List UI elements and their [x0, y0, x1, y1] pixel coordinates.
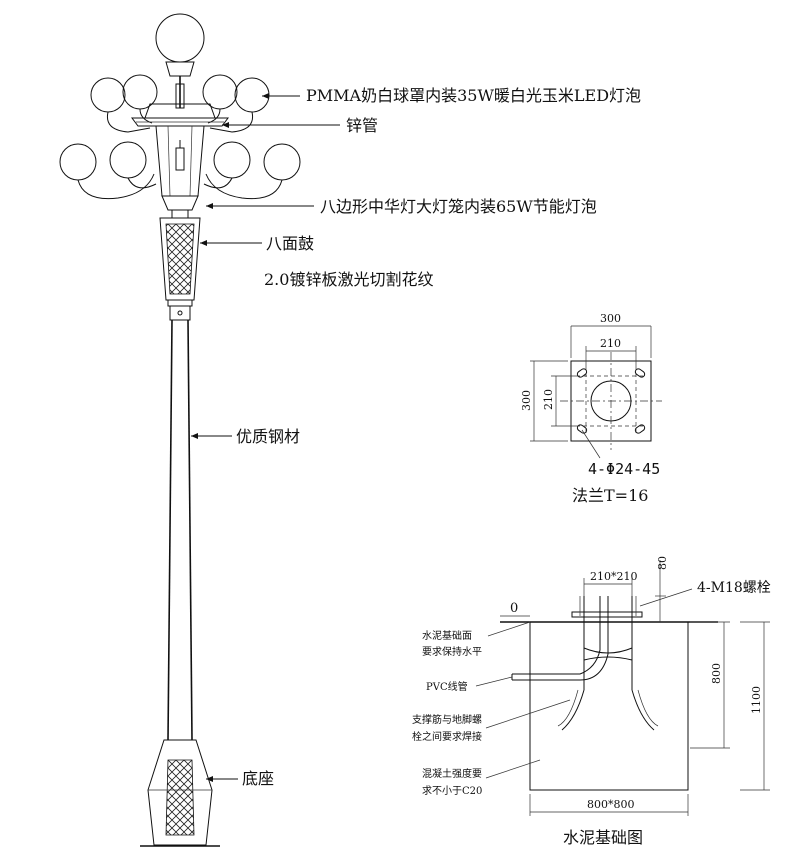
foundation-dim-1100: 1100: [750, 686, 763, 714]
lantern-body: [155, 125, 205, 197]
flange-inner-height: 210: [542, 389, 555, 410]
note-level-2: 要求保持水平: [422, 645, 482, 658]
top-globe: [155, 13, 205, 63]
flange-holes: 4-Φ24-45: [588, 460, 660, 478]
foundation-labels: 210*210 4-M18螺栓 80 0 800 1100 800*800 水泥…: [412, 556, 771, 847]
flange-outer-height: 300: [520, 390, 533, 411]
note-concrete-1: 混凝土强度要: [422, 767, 482, 780]
note-weld-1: 支撑筋与地脚螺: [412, 713, 482, 726]
flange-inner-width: 210: [600, 337, 621, 350]
note-weld-2: 栓之间要求焊接: [412, 730, 482, 743]
label-steel: 优质钢材: [236, 427, 300, 446]
foundation-zero: 0: [510, 601, 518, 616]
lamp-leaders: [191, 93, 340, 782]
drum: [159, 217, 201, 301]
note-concrete-2: 求不小于C20: [422, 785, 482, 797]
foundation-bottom-dim: 800*800: [587, 798, 635, 811]
lamp-pole-drawing: [59, 13, 301, 847]
label-base: 底座: [242, 769, 274, 788]
foundation-top-dim: 210*210: [590, 570, 638, 583]
foundation-dim-800: 800: [710, 663, 723, 684]
foundation-drawing: [475, 560, 770, 816]
flange-outer-width: 300: [600, 312, 621, 325]
note-pvc: PVC线管: [426, 680, 468, 693]
label-bulb-cover: PMMA奶白球罩内装35W暖白光玉米LED灯泡: [306, 86, 641, 105]
flange-drawing: [530, 325, 662, 459]
flange-labels: 300 210 300 210 4-Φ24-45 法兰T=16: [520, 312, 660, 505]
foundation-bolt: 4-M18螺栓: [697, 580, 771, 596]
label-pattern: 2.0镀锌板激光切割花纹: [264, 270, 433, 289]
label-drum: 八面鼓: [266, 234, 314, 253]
lower-globes: [59, 141, 301, 200]
label-lantern: 八边形中华灯大灯笼内装65W节能灯泡: [320, 197, 597, 216]
flange-thickness: 法兰T=16: [572, 486, 648, 505]
foundation-dim-80: 80: [656, 556, 669, 570]
note-level-1: 水泥基础面: [422, 629, 472, 642]
foundation-title: 水泥基础图: [563, 828, 643, 847]
lamp-labels: PMMA奶白球罩内装35W暖白光玉米LED灯泡 锌管 八边形中华灯大灯笼内装65…: [236, 86, 641, 788]
label-zinc-pipe: 锌管: [346, 116, 378, 135]
